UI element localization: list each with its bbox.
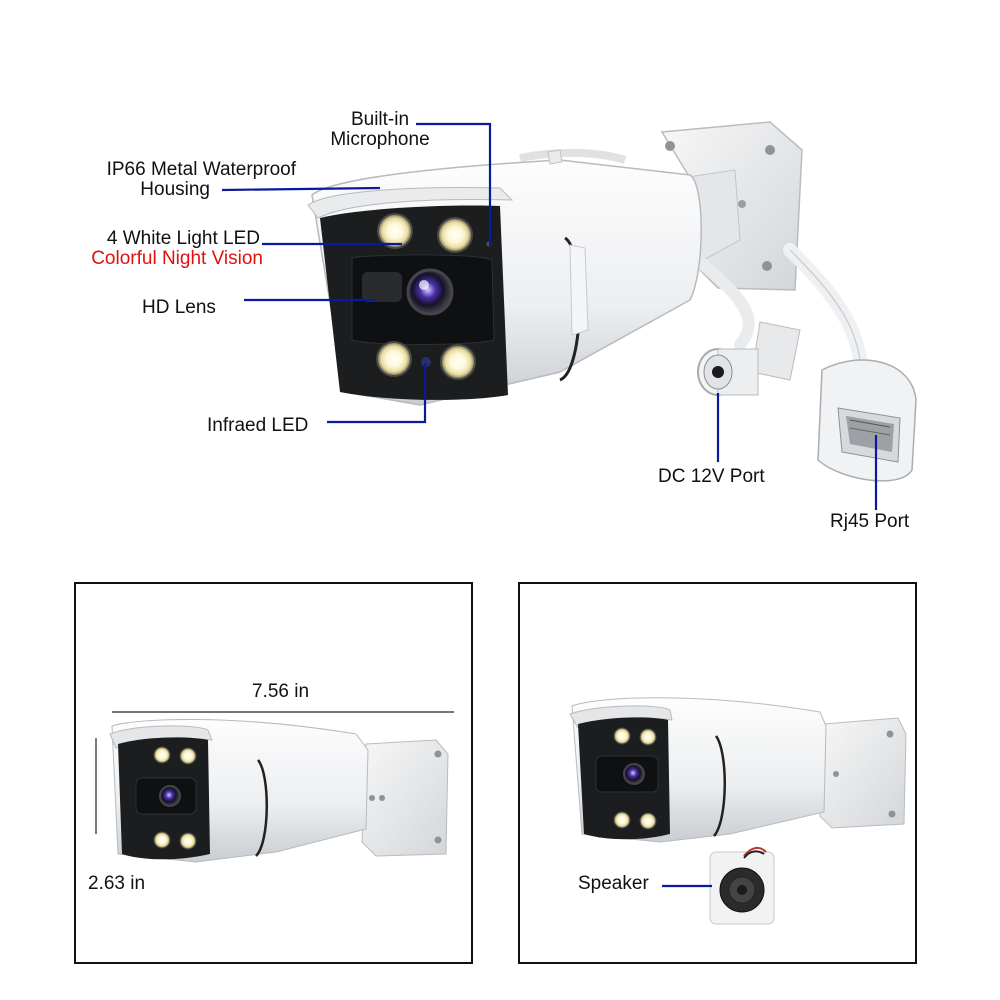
rj45-connector: [817, 359, 917, 482]
dc-port-label: DC 12V Port: [658, 466, 765, 487]
speaker-module: [709, 846, 775, 925]
microphone-label: Built-in Microphone: [326, 110, 434, 150]
dc-port-connector: [697, 321, 801, 396]
main-camera-illustration: [221, 121, 917, 510]
width-dimension: 7.56 in: [252, 681, 310, 702]
infrared-led: [421, 357, 431, 367]
visor: [307, 187, 514, 219]
infrared-label: Infraed LED: [207, 415, 309, 436]
microphone-label-line1: Built-in: [350, 109, 410, 130]
speaker-label: Speaker: [578, 873, 649, 894]
rj45-label: Rj45 Port: [830, 511, 910, 532]
housing-label: IP66 Metal Waterproof Housing: [70, 160, 296, 200]
white-led-group: [376, 213, 476, 380]
microphone-label-line2: Microphone: [330, 129, 430, 150]
housing-label-line1: IP66 Metal Waterproof: [106, 159, 296, 180]
dimensions-panel: 7.56 in 2.63 in: [74, 582, 473, 964]
speaker-camera-illustration: [569, 697, 907, 925]
height-dimension: 2.63 in: [88, 873, 146, 894]
power-cable: [694, 256, 755, 351]
lens-label: HD Lens: [142, 297, 216, 318]
hd-lens: [406, 268, 454, 316]
dimensions-camera-illustration: [95, 711, 454, 863]
leader-lines: [221, 122, 878, 510]
speaker-panel: Speaker: [518, 582, 917, 964]
housing-label-line2: Housing: [140, 179, 210, 200]
led-label: 4 White Light LED: [106, 228, 260, 249]
night-vision-label: Colorful Night Vision: [91, 248, 263, 269]
